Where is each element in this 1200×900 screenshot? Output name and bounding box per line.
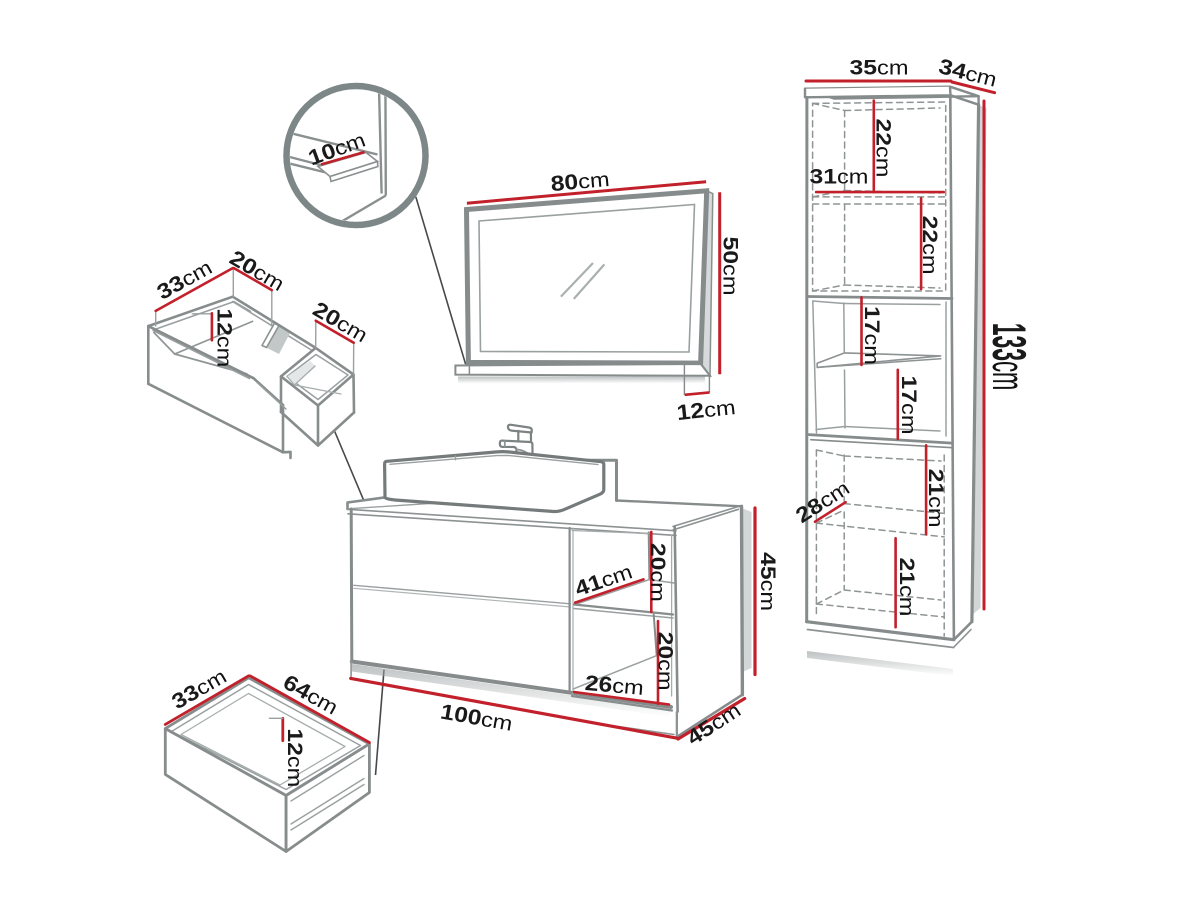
svg-text:12cm: 12cm	[675, 395, 736, 425]
svg-text:100cm: 100cm	[439, 699, 515, 735]
svg-text:26cm: 26cm	[584, 670, 645, 699]
svg-text:21cm: 21cm	[895, 557, 919, 616]
svg-text:21cm: 21cm	[925, 469, 949, 528]
svg-text:22cm: 22cm	[918, 216, 942, 275]
svg-text:12cm: 12cm	[213, 308, 237, 367]
svg-text:35cm: 35cm	[850, 55, 909, 79]
svg-text:12cm: 12cm	[283, 728, 307, 787]
svg-text:17cm: 17cm	[897, 376, 921, 435]
svg-text:50cm: 50cm	[719, 237, 743, 296]
svg-text:133cm: 133cm	[983, 323, 1036, 391]
svg-text:20cm: 20cm	[646, 543, 670, 602]
svg-text:20cm: 20cm	[654, 632, 678, 691]
svg-text:17cm: 17cm	[860, 306, 884, 365]
svg-text:31cm: 31cm	[809, 164, 868, 188]
svg-text:22cm: 22cm	[872, 118, 896, 177]
svg-text:45cm: 45cm	[756, 552, 780, 611]
svg-text:80cm: 80cm	[550, 167, 611, 196]
